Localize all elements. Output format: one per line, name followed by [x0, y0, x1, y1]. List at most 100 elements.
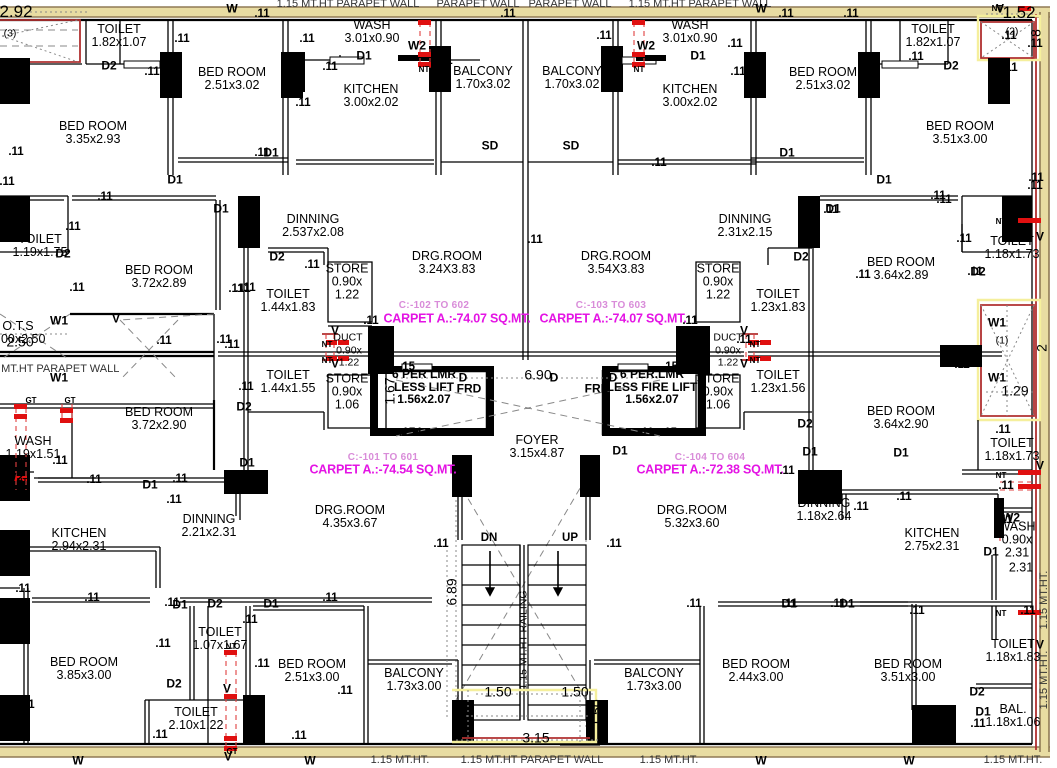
foyer-walls [452, 455, 600, 540]
wall-thickness-71: .11 [736, 333, 752, 346]
room-name: DRG.ROOM [314, 502, 386, 517]
room-name: BALCONY [542, 63, 602, 78]
opening-mark-d1-12: D1 [876, 172, 892, 187]
wall-thickness-22: .11 [930, 189, 946, 202]
dimension-16: 2.50 [6, 333, 34, 350]
room-name: BALCONY [624, 665, 684, 680]
edge-label-10: 1.15 MT.HT PARAPET WALL [0, 363, 120, 376]
wall-thickness-32: .11 [363, 314, 379, 327]
wall-thickness-35: .11 [682, 314, 698, 327]
room-name: BED ROOM [873, 656, 943, 671]
wall-thickness-3: .11 [299, 32, 315, 45]
edge-label-5: 1.15 MT.HT PARAPET WALL [460, 754, 604, 767]
wall-thickness-30: .11 [304, 258, 320, 271]
opening-mark-d2-23: D2 [797, 416, 813, 431]
carpet-area-unit-104: CARPET A.:-72.38 SQ.MT. [636, 462, 784, 477]
opening-mark-d1-29: D1 [172, 597, 188, 612]
edge-label-1: PARAPET WALL [436, 0, 520, 11]
unit-code-unit-102: C:-102 TO 602 [398, 299, 470, 311]
duct-label-2: 1.22 [338, 356, 360, 369]
opening-mark-v-46: V [330, 356, 340, 371]
parapet-bands [0, 6, 1050, 758]
wall-thickness-20: .11 [1027, 37, 1043, 50]
wall-thickness-41: .11 [954, 358, 970, 371]
service-mark-nt-4: NT [995, 216, 1007, 226]
wall-thickness-34: .11 [527, 233, 543, 246]
carpet-area-unit-102: CARPET A.:-74.07 SQ.MT. [383, 311, 531, 326]
dimension-10: 1.15 MT.HT RAILING [517, 590, 530, 690]
service-mark-nt-7: NT [991, 3, 1003, 13]
opening-mark-d2-16: D2 [55, 246, 71, 261]
room-name: STORE [696, 261, 740, 276]
opening-mark-d1-27: D1 [142, 477, 158, 492]
room-name: DRG.ROOM [656, 502, 728, 517]
opening-mark-d1-61: D1 [893, 445, 909, 460]
room-name: KITCHEN [51, 525, 107, 540]
wall-thickness-64: .11 [830, 597, 846, 610]
wall-thickness-43: .11 [853, 500, 869, 513]
room-name: DINNING [797, 495, 851, 510]
room-name: WASH [671, 17, 709, 32]
room-name: STORE [325, 371, 369, 386]
opening-mark-d1-34: D1 [839, 596, 855, 611]
wall-thickness-72: .11 [216, 333, 232, 346]
wall-thickness-9: .11 [437, 54, 453, 67]
wall-thickness-42: .11 [804, 482, 820, 495]
outer-walls [0, 18, 1033, 746]
opening-mark-d1-18: D1 [239, 455, 255, 470]
wall-thickness-55: .11 [155, 637, 171, 650]
wall-thickness-12: .11 [651, 156, 667, 169]
duct-label-1: 0.90x [336, 344, 362, 357]
room-name: BED ROOM [788, 64, 858, 79]
unit-code-unit-101: C:-101 TO 601 [347, 451, 419, 463]
wall-thickness-51: .11 [84, 591, 100, 604]
room-name: TOILET [198, 624, 242, 639]
opening-mark-d2-15: D2 [970, 264, 986, 279]
opening-mark-d-20: D [549, 370, 559, 385]
opening-mark-v-44: V [111, 311, 121, 326]
service-mark-nt-1: NT [321, 355, 333, 365]
wall-thickness-66: .11 [970, 717, 986, 730]
wall-thickness-62: .11 [686, 597, 702, 610]
opening-mark-d2-0: D2 [101, 58, 117, 73]
room-name: BED ROOM [197, 64, 267, 79]
opening-mark-d2-30: D2 [207, 596, 223, 611]
wall-thickness-8: .11 [0, 175, 15, 188]
opening-mark-d2-22: D2 [793, 249, 809, 264]
opening-mark-w1-39: W1 [988, 315, 1006, 330]
opening-mark-d1-5: D1 [356, 48, 372, 63]
opening-mark-frd-42: FRD [456, 381, 482, 396]
opening-mark-d2-35: D2 [969, 684, 985, 699]
room-name: WASH [14, 433, 52, 448]
room-name: DINNING [286, 211, 340, 226]
wall-thickness-75: .15 [399, 360, 415, 373]
wall-thickness-10: .11 [500, 7, 516, 20]
opening-mark-w1-38: W1 [50, 370, 68, 385]
wall-thickness-14: .11 [730, 65, 746, 78]
room-name: BED ROOM [49, 654, 119, 669]
opening-mark-w-59: W [755, 753, 767, 768]
room-name: STORE [325, 261, 369, 276]
opening-mark-d1-1: D1 [167, 172, 183, 187]
wall-thickness-33: .11 [224, 338, 240, 351]
wall-thickness-77: .15 [399, 426, 415, 439]
wall-thickness-11: .11 [596, 29, 612, 42]
bottom-band-walls [0, 597, 908, 746]
dimension-6: (1) [995, 334, 1009, 347]
opening-mark-v-51: V [1035, 637, 1045, 652]
edge-label-6: 1.15 MT.HT. [639, 754, 699, 767]
